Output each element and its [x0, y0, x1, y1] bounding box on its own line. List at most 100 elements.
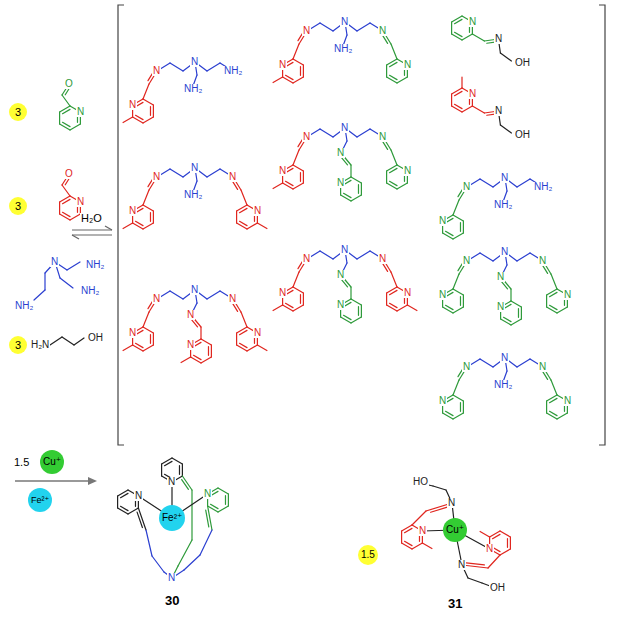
bond-line	[182, 476, 192, 490]
bond-line	[493, 534, 500, 538]
atom-label: N	[378, 26, 387, 36]
bond-line	[60, 196, 70, 202]
bond-line	[62, 185, 70, 196]
bond-line	[247, 223, 257, 229]
bond-line	[118, 508, 128, 514]
metal-ion-circle: Fe²⁺	[159, 505, 185, 531]
atom-label: NH₂	[493, 380, 513, 390]
bond-line	[257, 223, 267, 229]
bond-line	[236, 211, 237, 223]
atom-label: N	[253, 206, 262, 216]
bond-line	[150, 335, 151, 344]
bond-line	[463, 295, 464, 307]
atom-label: N	[167, 477, 176, 487]
bond-line	[170, 291, 183, 299]
bond-line	[303, 65, 304, 77]
bond-line	[136, 221, 143, 225]
bond-line	[480, 179, 493, 187]
bond-line	[201, 357, 211, 363]
bond-line	[387, 77, 397, 83]
bond-line	[143, 312, 149, 327]
bond-line	[387, 59, 397, 65]
bond-line	[472, 34, 484, 41]
bond-line	[391, 150, 397, 165]
circle-text: 3	[15, 107, 21, 118]
bond-line	[273, 183, 283, 189]
atom-label: N	[462, 256, 471, 266]
bond-line	[60, 278, 73, 288]
bond-line	[225, 496, 226, 505]
bond-line	[170, 63, 183, 71]
bond-line	[507, 539, 508, 548]
bond-line	[500, 53, 511, 61]
bond-line	[518, 309, 519, 318]
bond-line	[70, 124, 80, 130]
bond-line	[460, 223, 461, 232]
atom-label: O	[64, 79, 74, 89]
bond-line	[480, 253, 493, 261]
atom-label: N	[340, 123, 349, 133]
atom-label: N	[302, 254, 311, 264]
atom-label: N	[462, 362, 471, 372]
bond-line	[153, 211, 154, 223]
bond-line	[293, 272, 299, 287]
bond-line	[143, 345, 153, 351]
bond-line	[453, 215, 463, 221]
bond-line	[320, 251, 333, 259]
atom-label: N	[494, 106, 503, 116]
atom-label: OH	[87, 333, 104, 343]
bond-line	[240, 221, 247, 225]
bond-line	[63, 122, 70, 126]
bond-line	[136, 343, 143, 347]
bond-line	[293, 44, 299, 59]
atom-label: N	[302, 26, 311, 36]
bond-line	[397, 305, 407, 311]
bond-line	[286, 75, 293, 79]
atom-label: N	[468, 17, 477, 27]
atom-label: N	[418, 526, 427, 536]
bond-line	[211, 345, 212, 357]
bond-line	[466, 563, 484, 565]
bond-line	[446, 305, 453, 309]
bond-line	[547, 307, 557, 313]
atom-label: N	[462, 182, 471, 192]
bond-line	[386, 293, 387, 305]
bond-line	[361, 183, 362, 195]
bond-line	[453, 289, 463, 295]
bond-line	[161, 464, 162, 476]
bond-line	[218, 488, 228, 494]
bond-line	[293, 305, 303, 311]
bond-line	[143, 205, 153, 211]
atom-label: N	[253, 328, 262, 338]
atom-label: N	[302, 132, 311, 142]
bond-line	[472, 106, 484, 113]
bond-line	[293, 150, 299, 165]
compound-number: 30	[164, 594, 180, 607]
bond-line	[402, 525, 412, 531]
bond-line	[358, 307, 359, 316]
library-bracket	[599, 5, 605, 445]
bond-line	[351, 195, 361, 201]
bond-line	[453, 380, 459, 395]
atom-label: NH₂	[223, 66, 243, 76]
atom-label: N	[538, 256, 547, 266]
bond-line	[460, 297, 461, 306]
compound-number: 31	[447, 597, 463, 610]
bond-line	[402, 543, 412, 549]
atom-label: N	[128, 206, 137, 216]
atom-label: N	[538, 362, 547, 372]
bond-line	[550, 292, 557, 296]
bond-line	[446, 231, 453, 235]
bond-line	[179, 466, 180, 475]
bond-line	[181, 357, 191, 363]
bond-line	[293, 77, 303, 83]
bond-line	[390, 75, 397, 79]
atom-label: NH₂	[183, 84, 203, 94]
bond-line	[273, 77, 283, 83]
atom-label: NH₂	[493, 200, 513, 210]
bond-line	[63, 212, 70, 216]
bond-line	[453, 200, 459, 215]
equilibrium-arrow	[72, 234, 112, 235]
bond-line	[286, 181, 293, 185]
